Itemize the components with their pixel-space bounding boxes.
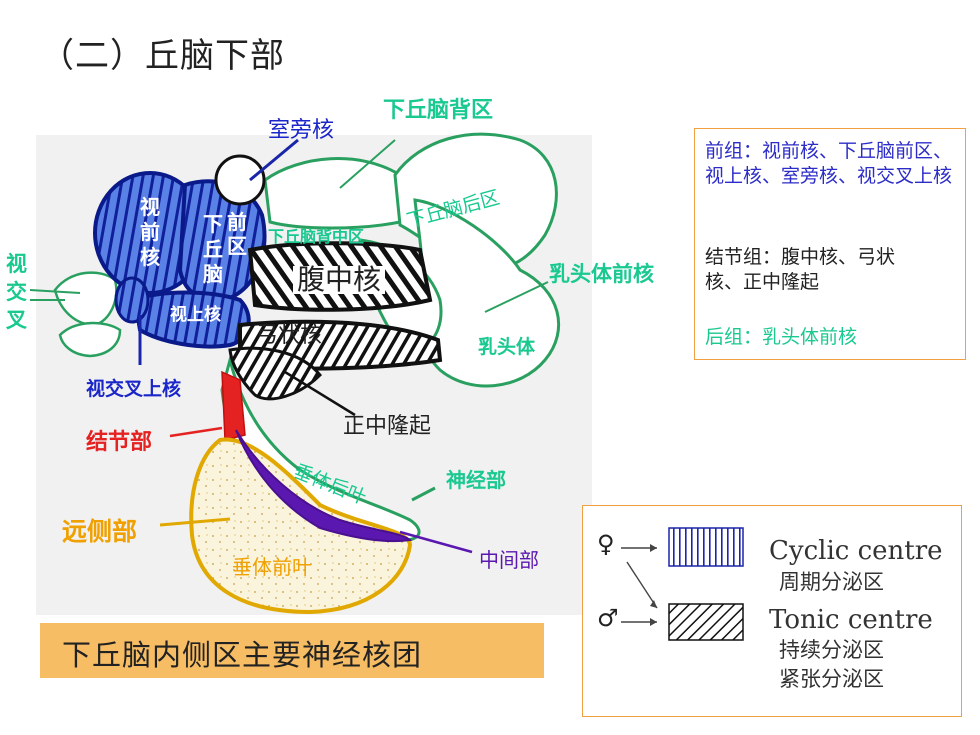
tonic-centre-zh1: 持续分泌区 — [779, 638, 884, 662]
pars-intermedia — [235, 429, 413, 543]
posterior-group-text: 后组：乳头体前核 — [705, 326, 858, 348]
leader-lines — [29, 138, 549, 554]
label-arcuate: 弓状核 — [256, 323, 323, 348]
label-dorsomedial: 下丘脑背中区 — [268, 227, 365, 246]
pars-tuberalis — [221, 370, 246, 441]
label-pars-distalis: 远侧部 — [62, 517, 138, 546]
tonic-centre-en: Tonic centre — [769, 605, 933, 635]
caption-banner: 下丘脑内侧区主要神经核团 — [40, 623, 544, 678]
cyclic-centre-zh: 周期分泌区 — [779, 570, 884, 594]
tonic-centre-zh2: 紧张分泌区 — [779, 667, 884, 691]
tuberal-group-text: 结节组：腹中核、弓状核、正中隆起 — [705, 246, 896, 293]
label-pars-intermedia: 中间部 — [479, 548, 539, 572]
male-symbol: ♂ — [597, 604, 619, 632]
label-supraoptic: 视上核 — [170, 305, 221, 325]
label-median-eminence: 正中隆起 — [343, 414, 432, 439]
median-eminence — [228, 346, 323, 401]
label-anterior-area-2: 前 区 — [227, 210, 247, 258]
anterior-group-text: 前组：视前核、下丘脑前区、视上核、室旁核、视交叉上核 — [705, 140, 953, 187]
label-adenohypophysis: 垂体前叶 — [232, 555, 312, 579]
anterior-pituitary — [189, 437, 413, 615]
cyclic-centre-en: Cyclic centre — [769, 536, 943, 566]
nucleus-groups-box: 前组：视前核、下丘脑前区、视上核、室旁核、视交叉上核 结节组：腹中核、弓状核、正… — [694, 128, 966, 360]
label-dorsal-area: 下丘脑背区 — [383, 98, 494, 123]
label-preoptic: 视 前 核 — [140, 195, 160, 269]
label-ventromedial: 腹中核 — [293, 266, 386, 294]
page-title: （二）丘脑下部 — [40, 36, 285, 76]
tonic-swatch — [668, 603, 744, 641]
label-pars-nervosa: 神经部 — [446, 468, 506, 492]
suprachiasmatic-nucleus — [114, 276, 150, 324]
label-optic-chiasm: 视 交 叉 — [6, 252, 27, 332]
legend-box: ♀ ♂ Cyclic centre 周期分泌区 Tonic centre 持续分… — [582, 505, 962, 717]
caption-text: 下丘脑内侧区主要神经核团 — [62, 638, 423, 672]
label-anterior-area: 下 丘 脑 — [203, 212, 223, 286]
label-paraventricular: 室旁核 — [268, 118, 335, 143]
optic-chiasm-shape — [53, 271, 122, 358]
cyclic-swatch — [668, 527, 744, 567]
label-suprachiasmatic: 视交叉上核 — [86, 378, 182, 400]
label-pars-tuberalis: 结节部 — [86, 430, 153, 455]
legend-graphics — [621, 527, 744, 641]
female-symbol: ♀ — [597, 530, 615, 558]
label-mammillary: 乳头体 — [478, 336, 536, 358]
paraventricular-nucleus — [214, 154, 266, 206]
label-premammillary: 乳头体前核 — [549, 262, 654, 286]
